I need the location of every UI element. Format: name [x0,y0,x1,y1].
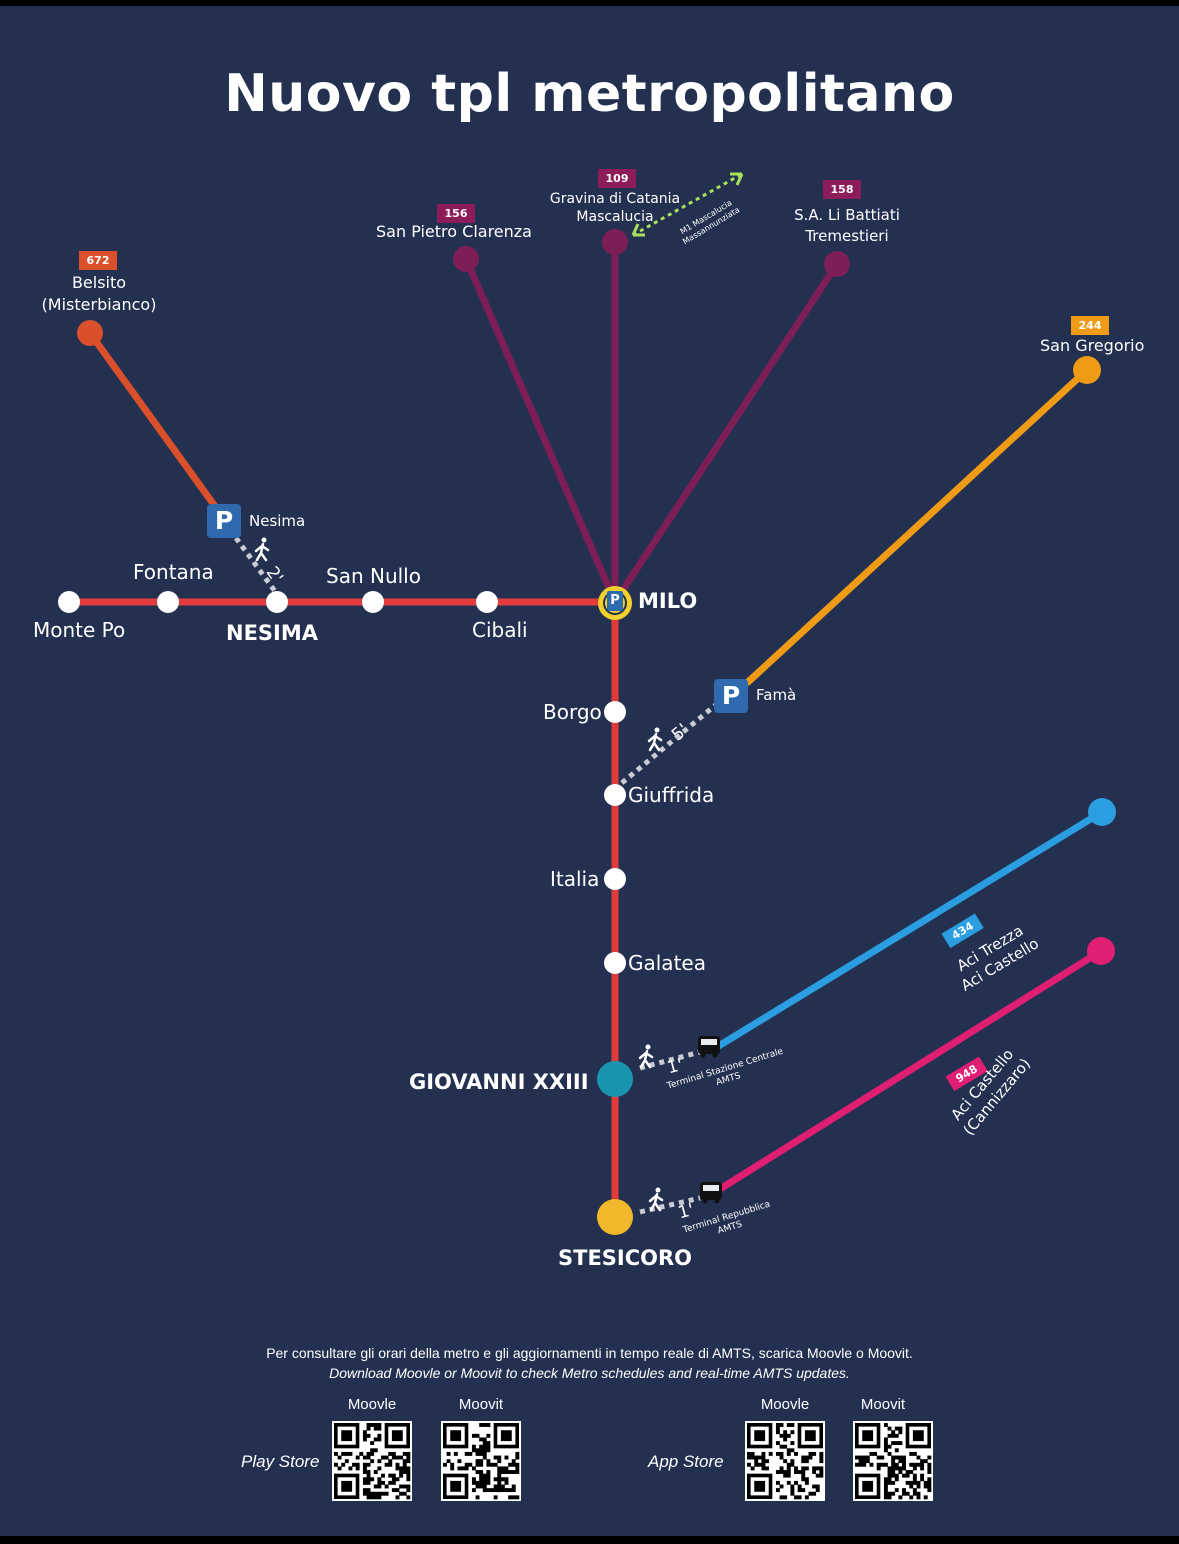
footer-text-en: Download Moovle or Moovit to check Metro… [329,1365,850,1381]
line-156 [462,255,619,606]
station-milo: MILO [638,589,698,613]
badge-244: 244 [1071,316,1109,335]
station-galatea-node [604,952,626,974]
badge-109: 109 [598,169,636,188]
badge-158: 158 [823,180,861,199]
moovit-app-store-qr-code[interactable] [853,1421,933,1501]
moovle-play-store-qr-code[interactable] [332,1421,412,1501]
station-san-nullo-node [362,591,384,613]
station-nesima: NESIMA [226,621,319,645]
parking-nesima-icon: P [207,504,241,538]
station-italia-node [604,868,626,890]
walk-path-nesima [233,536,280,596]
stop-cannizzaro [1087,937,1115,965]
stop-belsito [77,320,103,346]
station-italia: Italia [550,867,600,891]
station-nesima-node [266,591,288,613]
station-borgo-node [604,701,626,723]
parking-milo-icon: P [607,591,623,611]
moovle-app-store-qr-code[interactable] [745,1421,825,1501]
station-san-nullo: San Nullo [326,564,421,588]
station-giuffrida-node [604,784,626,806]
line-244 [744,366,1091,686]
parking-fama-icon: P [714,679,748,713]
moovle-app-label: Moovle [760,1396,810,1413]
stop-san-pietro-clarenza [453,246,479,272]
link-m1-mascalucia [632,172,743,237]
stop-battiati [824,251,850,277]
footer-text-it: Per consultare gli orari della metro e g… [266,1345,913,1361]
dest-belsito: Belsito (Misterbianco) [41,273,157,314]
dest-battiati-tremestieri: S.A. Li Battiati Tremestieri [794,206,900,245]
station-cibali-node [476,591,498,613]
play-store-label: Play Store [241,1452,320,1471]
link-arrow-head-start [631,223,645,237]
station-giovanni: GIOVANNI XXIII [409,1070,589,1094]
moovit-play-label: Moovit [458,1396,504,1413]
station-fontana-node [157,591,179,613]
station-stesicoro-node [597,1199,633,1235]
station-cibali: Cibali [472,618,528,642]
poster: Nuovo tpl metropolitano 672 Belsito (Mis… [0,6,1179,1536]
page-title: Nuovo tpl metropolitano [224,64,955,124]
line-948 [708,947,1105,1198]
line-672 [86,329,226,520]
station-galatea: Galatea [628,951,706,975]
dest-san-gregorio: San Gregorio [1040,336,1145,355]
moovit-app-label: Moovit [860,1396,906,1413]
station-fontana: Fontana [133,560,214,584]
badge-672: 672 [79,251,117,270]
walking-person-icon [254,537,664,1212]
parking-fama-label: Famà [756,686,797,704]
bus-icon [698,1036,722,1204]
link-arrow-head-end [730,172,744,186]
stop-san-gregorio [1073,356,1101,384]
station-giuffrida: Giuffrida [628,783,715,807]
station-monte-po-node [58,591,80,613]
dest-san-pietro-clarenza: San Pietro Clarenza [376,222,532,241]
line-158 [611,260,841,606]
station-giovanni-node [597,1061,633,1097]
badge-156: 156 [437,204,475,223]
walk-path-fama [615,701,720,789]
moovit-play-store-qr-code[interactable] [441,1421,521,1501]
parking-nesima-label: Nesima [249,512,306,530]
dest-gravina-mascalucia: Gravina di Catania Mascalucia [549,191,681,225]
line-434 [708,808,1106,1054]
station-stesicoro: STESICORO [558,1246,693,1270]
station-monte-po: Monte Po [33,618,126,642]
network-map [58,172,1116,1235]
station-borgo: Borgo [543,700,602,724]
stop-gravina [602,229,628,255]
moovle-play-label: Moovle [347,1396,397,1413]
app-store-label: App Store [648,1452,724,1471]
stop-aci-trezza [1088,798,1116,826]
